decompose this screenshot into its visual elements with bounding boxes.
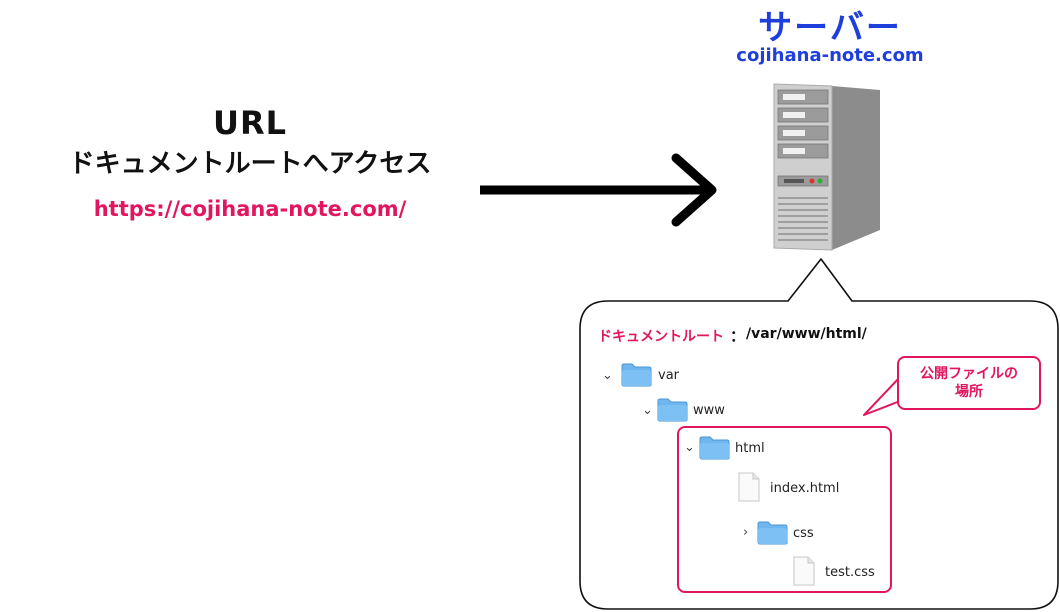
document-root-path: /var/www/html/ xyxy=(746,326,867,342)
tree-item-html[interactable]: html xyxy=(735,441,765,456)
tree-item-css[interactable]: css xyxy=(793,526,814,541)
callout-line-1: 公開ファイルの xyxy=(920,366,1018,382)
tree-item-index-html[interactable]: index.html xyxy=(770,481,840,496)
chevron-down-icon[interactable]: ⌄ xyxy=(642,403,653,418)
public-area-highlight xyxy=(677,426,892,593)
site-url: https://cojihana-note.com/ xyxy=(93,197,407,221)
server-domain: cojihana-note.com xyxy=(736,45,924,66)
folder-icon xyxy=(657,398,688,422)
tree-item-var[interactable]: var xyxy=(658,368,680,383)
tree-item-test-css[interactable]: test.css xyxy=(825,565,875,580)
folder-icon xyxy=(757,521,788,545)
server-icon xyxy=(773,83,880,251)
folder-icon xyxy=(699,436,730,460)
callout-line-2: 場所 xyxy=(955,384,983,400)
file-icon xyxy=(793,556,815,586)
callout-pointer xyxy=(863,376,901,416)
arrow-right-icon xyxy=(480,153,717,227)
public-files-callout: 公開ファイルの 場所 xyxy=(897,356,1041,410)
url-title: URL xyxy=(212,104,287,142)
access-description: ドキュメントルートへアクセス xyxy=(68,149,432,179)
chevron-right-icon[interactable]: › xyxy=(743,525,749,540)
document-root-label: ドキュメントルート xyxy=(598,329,724,345)
file-icon xyxy=(738,472,760,502)
chevron-down-icon[interactable]: ⌄ xyxy=(684,440,695,455)
server-title: サーバー xyxy=(758,8,902,48)
speech-bubble xyxy=(579,258,1059,610)
chevron-down-icon[interactable]: ⌄ xyxy=(602,368,613,383)
folder-icon xyxy=(621,363,652,387)
document-root-separator: ： xyxy=(730,327,746,345)
tree-item-www[interactable]: www xyxy=(693,403,725,418)
